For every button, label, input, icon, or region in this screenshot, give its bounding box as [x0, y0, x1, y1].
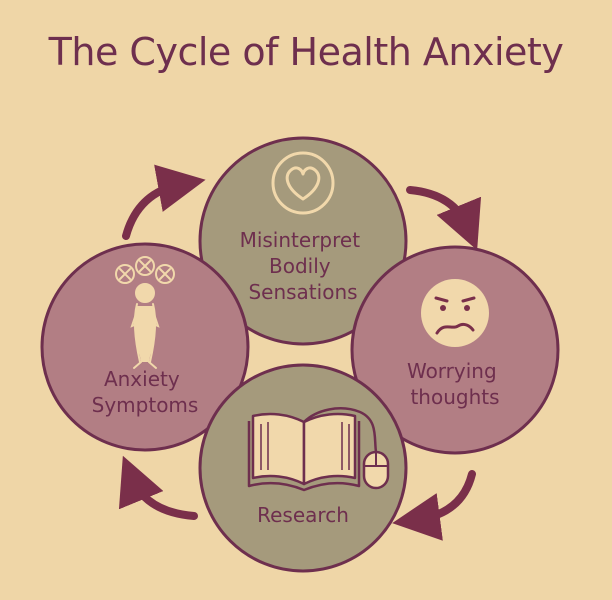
node-misinterpret-label: Misinterpret Bodily Sensations: [240, 228, 367, 304]
node-research-line-1: Research: [257, 503, 349, 527]
heart-icon: [271, 151, 335, 215]
node-research-label: Research: [257, 503, 349, 527]
anxious-person-icon: [115, 256, 175, 369]
node-misinterpret-line-3: Sensations: [248, 280, 357, 304]
node-misinterpret-circle: [198, 136, 408, 346]
node-symptoms-line-1: Anxiety: [104, 367, 180, 391]
arrow-worrying-to-research: [392, 470, 476, 541]
book-mouse-icon: [247, 407, 390, 492]
arrow-symptoms-to-misinterpret: [122, 164, 206, 240]
node-symptoms-line-2: Symptoms: [92, 393, 199, 417]
worried-face-icon: [421, 279, 489, 347]
node-worrying-line-1: Worrying: [407, 359, 497, 383]
node-worrying-label: Worrying thoughts: [407, 359, 503, 409]
node-worrying-circle: [350, 245, 560, 455]
node-symptoms-label: Anxiety Symptoms: [92, 367, 199, 417]
arrow-research-to-symptoms: [118, 455, 198, 520]
diagram-title: The Cycle of Health Anxiety: [48, 30, 564, 74]
arrow-misinterpret-to-worrying: [406, 186, 482, 251]
node-misinterpret-line-1: Misinterpret: [240, 228, 361, 252]
node-worrying-line-2: thoughts: [410, 385, 499, 409]
node-misinterpret-line-2: Bodily: [269, 254, 331, 278]
